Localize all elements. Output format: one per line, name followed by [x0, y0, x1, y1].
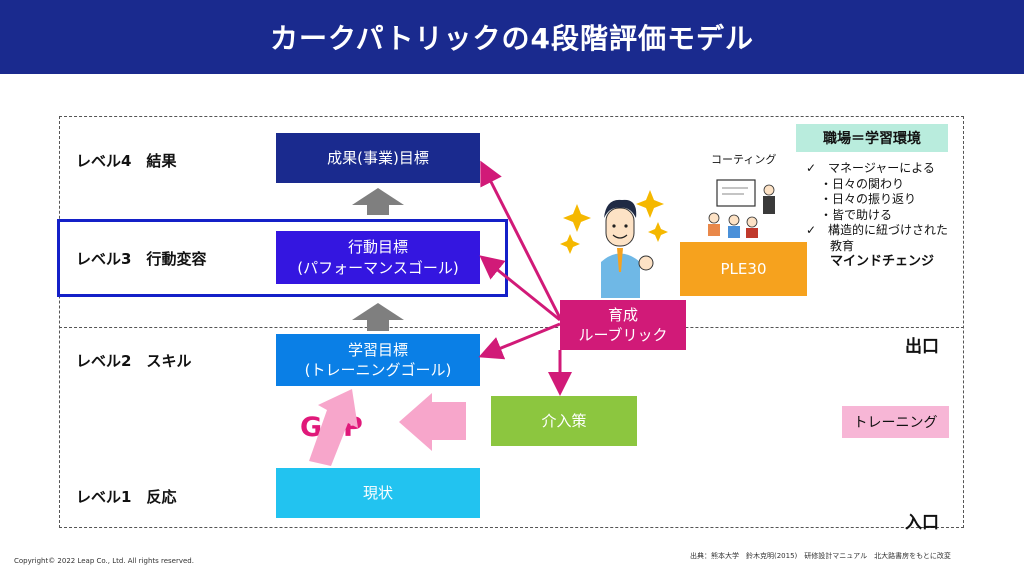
rubric-arrow	[479, 255, 561, 322]
title-bar: カークパトリックの4段階評価モデル	[0, 0, 1024, 74]
learning-goal-sublabel: (トレーニングゴール)	[304, 361, 452, 379]
gray-up-arrow	[352, 188, 404, 215]
environment-list: ✓ マネージャーによる ・日々の関わり ・日々の振り返り ・皆で助ける ✓ 構造…	[806, 161, 948, 270]
coaching-label: コーティング	[711, 153, 777, 166]
model-frame	[59, 116, 964, 528]
coaching-icon	[708, 179, 775, 238]
level-4-label: レベル4 結果	[76, 152, 177, 170]
behavior-goal-sublabel: (パフォーマンスゴール)	[297, 258, 459, 277]
rubric-sublabel: ルーブリック	[578, 326, 668, 344]
source-note: 出典：熊本大学 鈴木克明(2015) 研修設計マニュアル 北大路書房をもとに改変	[690, 552, 951, 560]
rubric-arrow	[480, 160, 562, 319]
training-arrow-icon	[399, 393, 466, 451]
ple30-label: PLE30	[720, 259, 767, 278]
current-state-box: 現状	[276, 468, 480, 518]
environment-tag: 職場＝学習環境	[796, 124, 948, 152]
level-3-highlight	[57, 219, 508, 297]
gap-arrow-icon	[309, 389, 358, 466]
intervention-label: 介入策	[541, 411, 587, 430]
entrance-label: 入口	[905, 513, 939, 533]
behavior-goal-label: 行動目標	[347, 238, 408, 257]
current-state-label: 現状	[362, 483, 393, 502]
env-item: 教育	[830, 238, 855, 253]
sparkle-icon	[560, 190, 668, 254]
gray-up-arrow	[352, 303, 404, 331]
env-item: ・皆で助ける	[820, 207, 893, 222]
env-item-emphasis: マインドチェンジ	[830, 254, 935, 269]
ple30-box: PLE30	[680, 242, 807, 296]
env-item: ・日々の関わり	[820, 176, 905, 191]
env-item: ✓ 構造的に紐づけされた	[806, 223, 949, 237]
rubric-arrow	[478, 322, 561, 360]
level-1-label: レベル1 反応	[76, 488, 177, 506]
intervention-box: 介入策	[491, 396, 637, 446]
exit-label: 出口	[905, 337, 939, 357]
level-3-label: レベル3 行動変容	[76, 250, 207, 268]
env-item: ・日々の振り返り	[820, 192, 917, 206]
copyright: Copyright© 2022 Leap Co., Ltd. All right…	[14, 557, 194, 565]
results-goal-box: 成果(事業)目標	[276, 133, 480, 183]
env-item: ✓ マネージャーによる	[806, 161, 935, 175]
level-divider	[59, 327, 964, 328]
results-goal-label: 成果(事業)目標	[327, 148, 429, 167]
learning-goal-box: 学習目標 (トレーニングゴール)	[276, 334, 480, 386]
learning-goal-label: 学習目標	[347, 340, 408, 359]
rubric-label: 育成	[607, 305, 638, 324]
level-2-label: レベル2 スキル	[76, 352, 192, 370]
person-icon	[601, 199, 654, 298]
behavior-goal-box: 行動目標 (パフォーマンスゴール)	[276, 231, 480, 284]
page-title: カークパトリックの4段階評価モデル	[270, 22, 754, 55]
training-tag: トレーニング	[842, 406, 949, 438]
rubric-box: 育成 ルーブリック	[560, 300, 686, 350]
